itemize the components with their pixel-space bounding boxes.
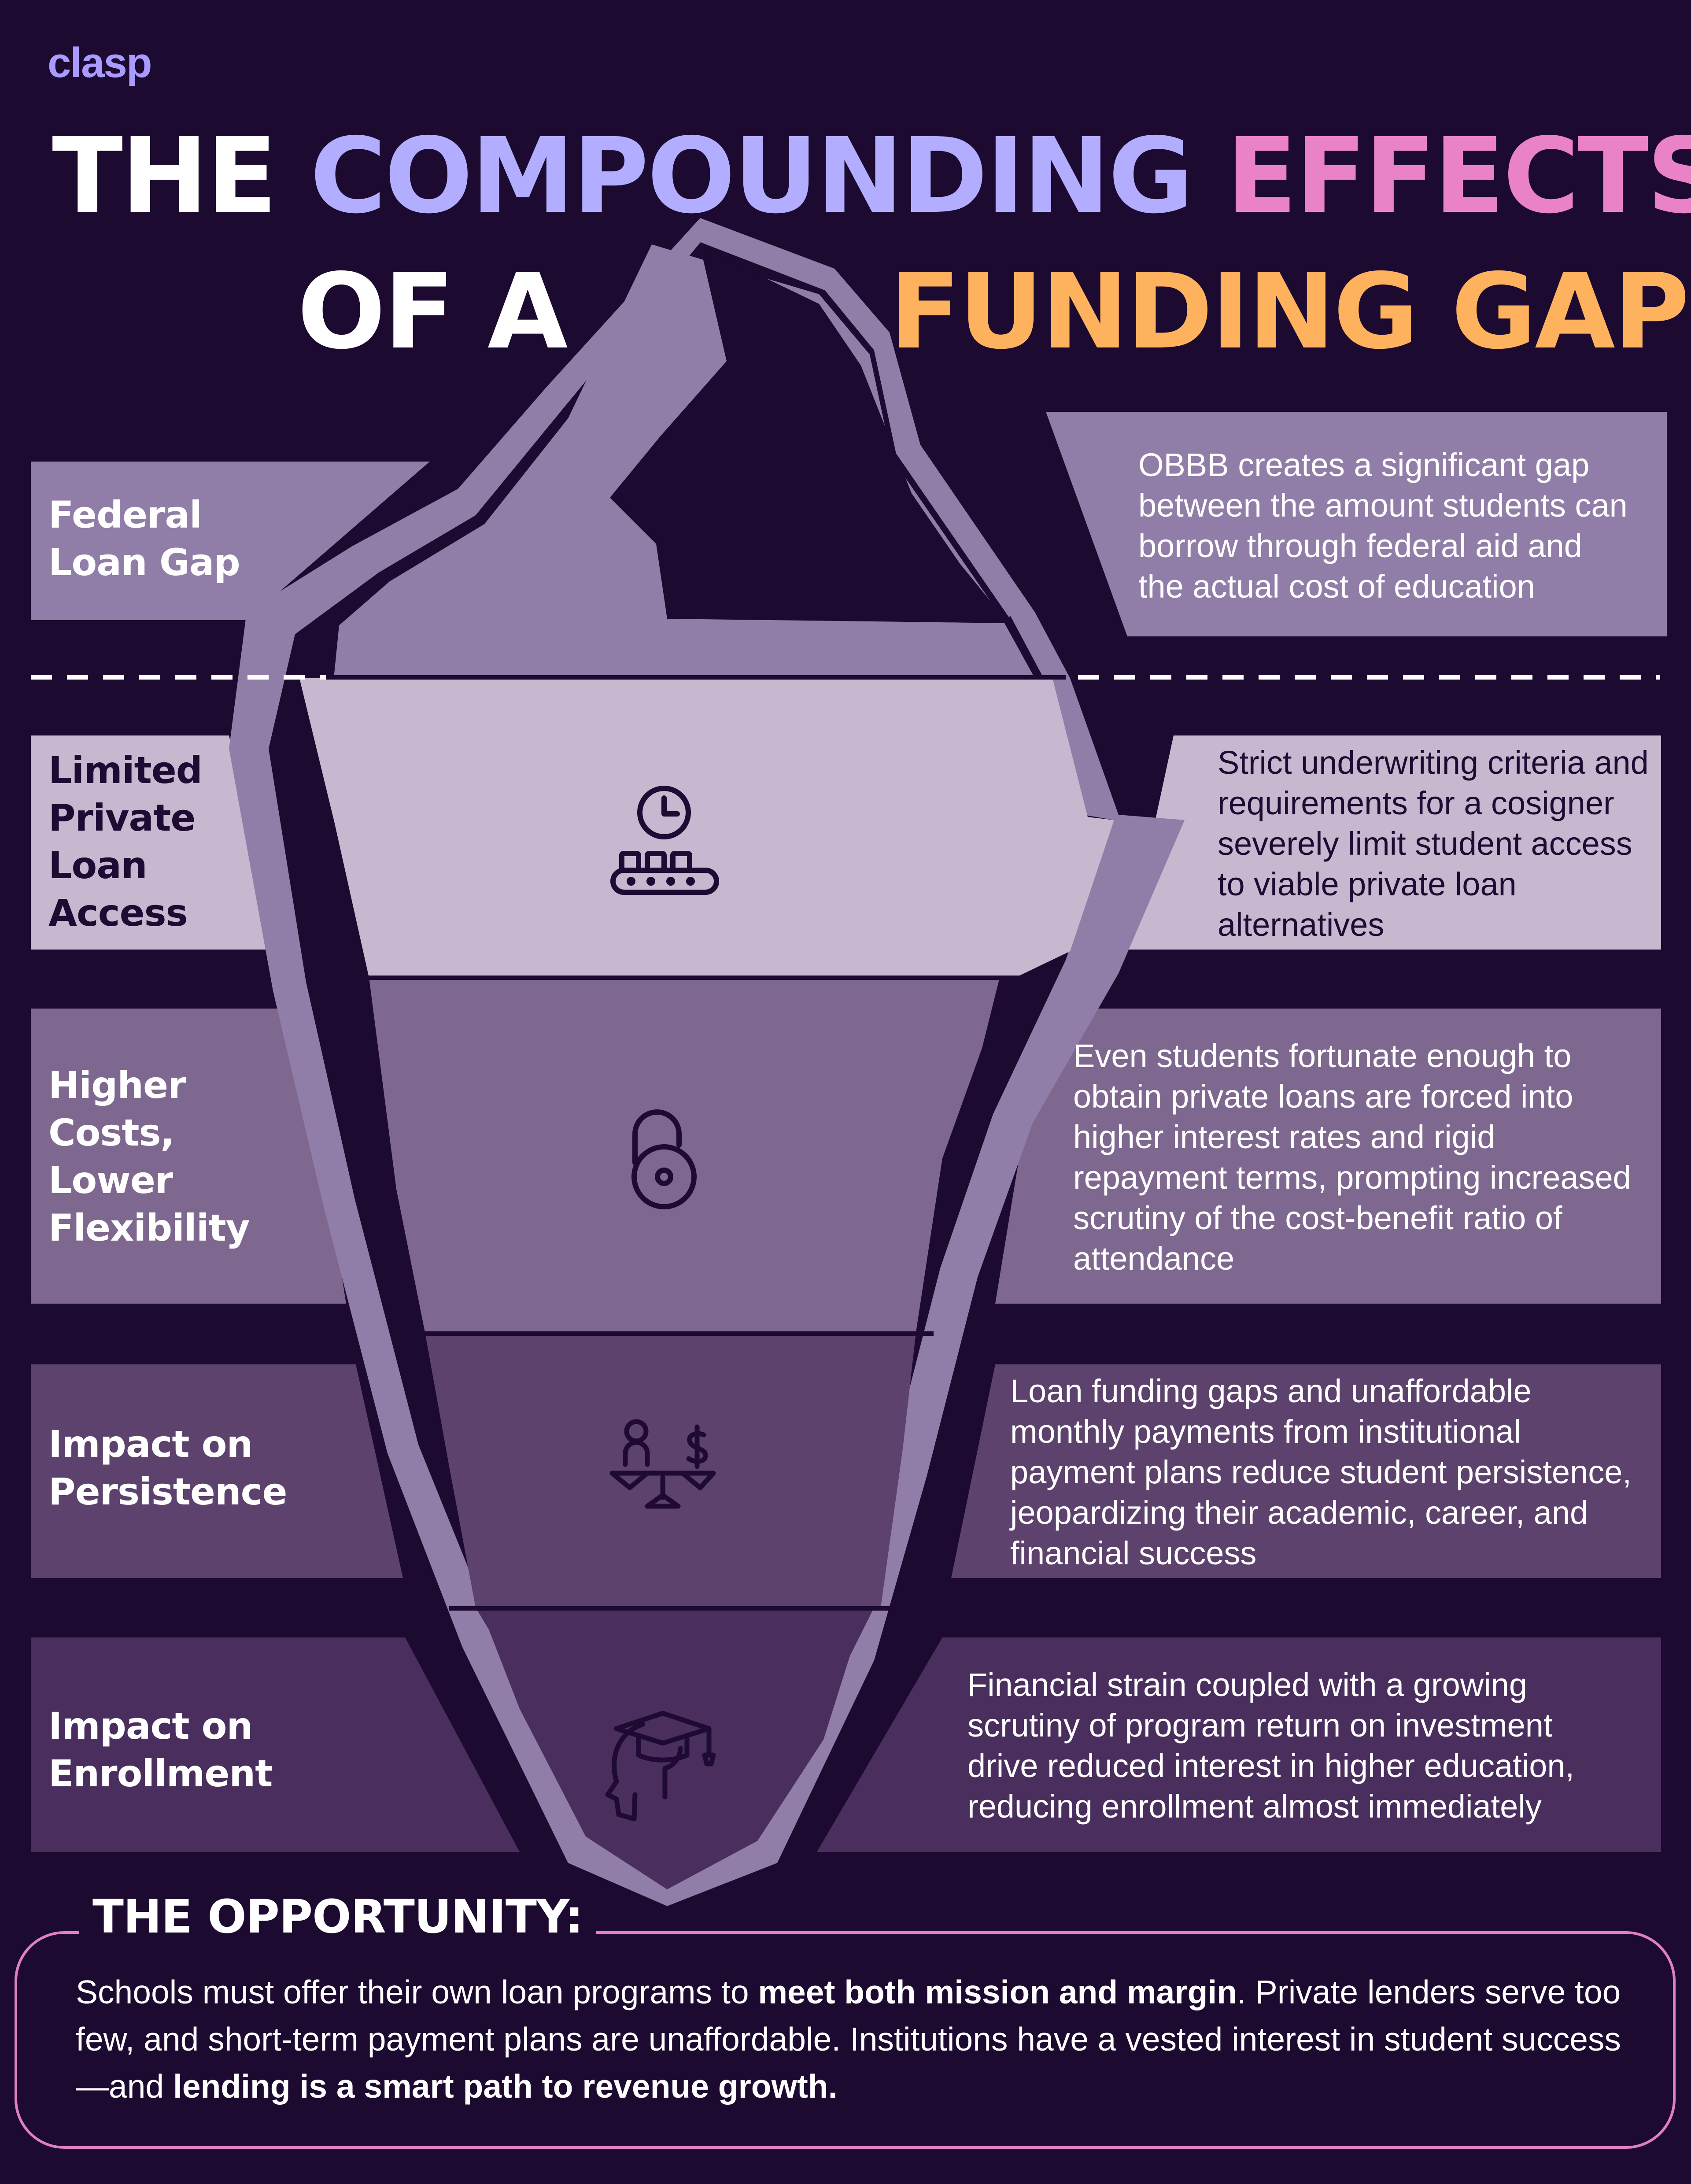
opportunity-text-2: . Private lenders serve too few, and sho… bbox=[76, 1973, 1621, 2105]
band-right-4 bbox=[951, 1364, 1661, 1578]
band-left-1 bbox=[31, 462, 430, 620]
title-line-1: THE COMPOUNDING EFFECTS bbox=[52, 124, 1691, 228]
padlock-icon bbox=[631, 1109, 697, 1209]
title-word-of-a: OF A bbox=[297, 251, 568, 372]
layer-label-impact-on-enrollment: Impact on Enrollment bbox=[48, 1704, 273, 1795]
title-word-effects: EFFECTS bbox=[1226, 115, 1691, 237]
band-left-4 bbox=[31, 1364, 403, 1578]
person-scale-dollar-icon bbox=[609, 1419, 716, 1509]
layer-label-limited-private-loan-access: Limited Private Loan Access bbox=[48, 749, 203, 935]
layer-description-limited-private-loan-access: Strict underwriting criteria and require… bbox=[1218, 744, 1649, 943]
band-right-5 bbox=[817, 1637, 1661, 1852]
layer-description-federal-loan-gap: OBBB creates a significant gap between t… bbox=[1138, 447, 1628, 605]
layer-description-impact-on-enrollment: Financial strain coupled with a growing … bbox=[967, 1667, 1575, 1825]
opportunity-heading: THE OPPORTUNITY: bbox=[79, 1894, 596, 1940]
band-left-5 bbox=[31, 1637, 520, 1852]
title-word-funding-gap: FUNDING GAP bbox=[890, 251, 1690, 372]
opportunity-box bbox=[15, 1931, 1676, 2149]
title-word-compounding: COMPOUNDING bbox=[310, 115, 1193, 237]
head-graduation-cap-icon bbox=[605, 1711, 716, 1822]
opportunity-body: Schools must offer their own loan progra… bbox=[76, 1969, 1643, 2110]
layer-label-impact-on-persistence: Impact on Persistence bbox=[48, 1423, 287, 1513]
layer-description-impact-on-persistence: Loan funding gaps and unaffordable month… bbox=[1010, 1373, 1632, 1571]
band-right-3 bbox=[995, 1009, 1661, 1304]
band-right-2 bbox=[1127, 735, 1661, 950]
clock-conveyor-icon bbox=[610, 786, 719, 895]
layer-label-federal-loan-gap: Federal Loan Gap bbox=[48, 493, 240, 584]
layer-label-higher-costs: Higher Costs, Lower Flexibility bbox=[48, 1064, 250, 1249]
opportunity-emphasis-lending: lending is a smart path to revenue growt… bbox=[173, 2068, 838, 2105]
clasp-logo: clasp bbox=[48, 39, 152, 86]
opportunity-text-1: Schools must offer their own loan progra… bbox=[76, 1973, 758, 2010]
layer-description-higher-costs: Even students fortunate enough to obtain… bbox=[1073, 1038, 1631, 1277]
iceberg-peak-shadow bbox=[610, 247, 1008, 623]
opportunity-emphasis-mission: meet both mission and margin bbox=[758, 1973, 1237, 2010]
title-word-the: THE bbox=[52, 115, 277, 237]
band-left-2 bbox=[31, 735, 275, 950]
band-left-3 bbox=[31, 1009, 346, 1304]
band-right-1 bbox=[1046, 412, 1667, 636]
